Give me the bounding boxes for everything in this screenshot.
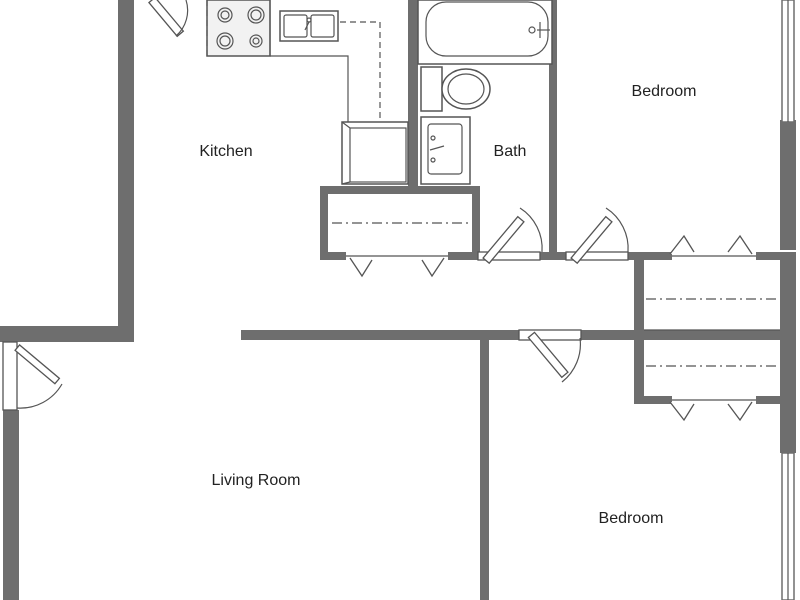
wall-closet-left <box>320 186 328 260</box>
stove-icon <box>206 0 271 57</box>
room-label-bedroom-bottom: Bedroom <box>599 510 664 527</box>
door-swing-icon <box>148 0 189 38</box>
sink-icon <box>279 10 339 42</box>
room-labels: Kitchen Bath Bedroom Living Room Bedroom <box>199 83 696 527</box>
room-label-living-room: Living Room <box>212 472 301 489</box>
window-icon <box>781 0 795 123</box>
wall-hall-north-d <box>628 252 672 260</box>
door-swing-icon <box>2 341 63 411</box>
wall-living-north-b <box>580 330 796 340</box>
wall-hall-north-e <box>756 252 796 260</box>
closet-bifold-door-icon <box>669 234 756 257</box>
wall-bath-kitchen-lower <box>408 0 412 186</box>
wall-living-west <box>3 410 19 600</box>
bifold-doors <box>346 234 756 422</box>
closet-bifold-door-icon <box>346 255 448 278</box>
wall-kitchen-bath-divider <box>410 0 418 186</box>
wall-east-upper <box>780 120 796 250</box>
door-swing-icon <box>518 329 582 383</box>
room-label-bath: Bath <box>494 143 527 160</box>
wall-east-lower <box>780 403 796 453</box>
wall-hall-north-a <box>320 252 346 260</box>
swing-doors <box>2 0 629 411</box>
kitchen-counter <box>269 0 349 122</box>
wall-hall-north-b <box>448 252 480 260</box>
wall-bath-bedroom-divider <box>549 0 557 258</box>
counter-upper-cabinet <box>340 21 381 122</box>
closets <box>332 222 780 367</box>
room-label-kitchen: Kitchen <box>199 143 252 160</box>
wall-linen-bottom-b <box>756 396 796 404</box>
bath-fixtures <box>417 0 553 185</box>
wall-entry-north <box>0 326 134 342</box>
kitchen-fixtures <box>206 0 409 185</box>
windows <box>781 0 795 600</box>
bathtub-icon <box>417 0 553 65</box>
door-swing-icon <box>477 207 543 265</box>
toilet-icon <box>420 66 491 112</box>
wall-kitchen-west <box>118 0 134 342</box>
closet-bifold-door-icon <box>669 399 756 422</box>
wall-closet-right <box>472 186 480 260</box>
door-swing-icon <box>565 207 629 265</box>
wall-living-bedroom-divider <box>480 330 489 600</box>
wall-linen-bottom-a <box>634 396 672 404</box>
wall-linen-west <box>634 252 644 404</box>
bathroom-sink-icon <box>420 116 471 185</box>
wall-hall-north-c <box>540 252 566 260</box>
window-icon <box>781 452 795 600</box>
wall-closet-top <box>320 186 480 194</box>
refrigerator-icon <box>341 121 409 185</box>
room-label-bedroom-top: Bedroom <box>632 83 697 100</box>
wall-living-north <box>241 330 519 340</box>
